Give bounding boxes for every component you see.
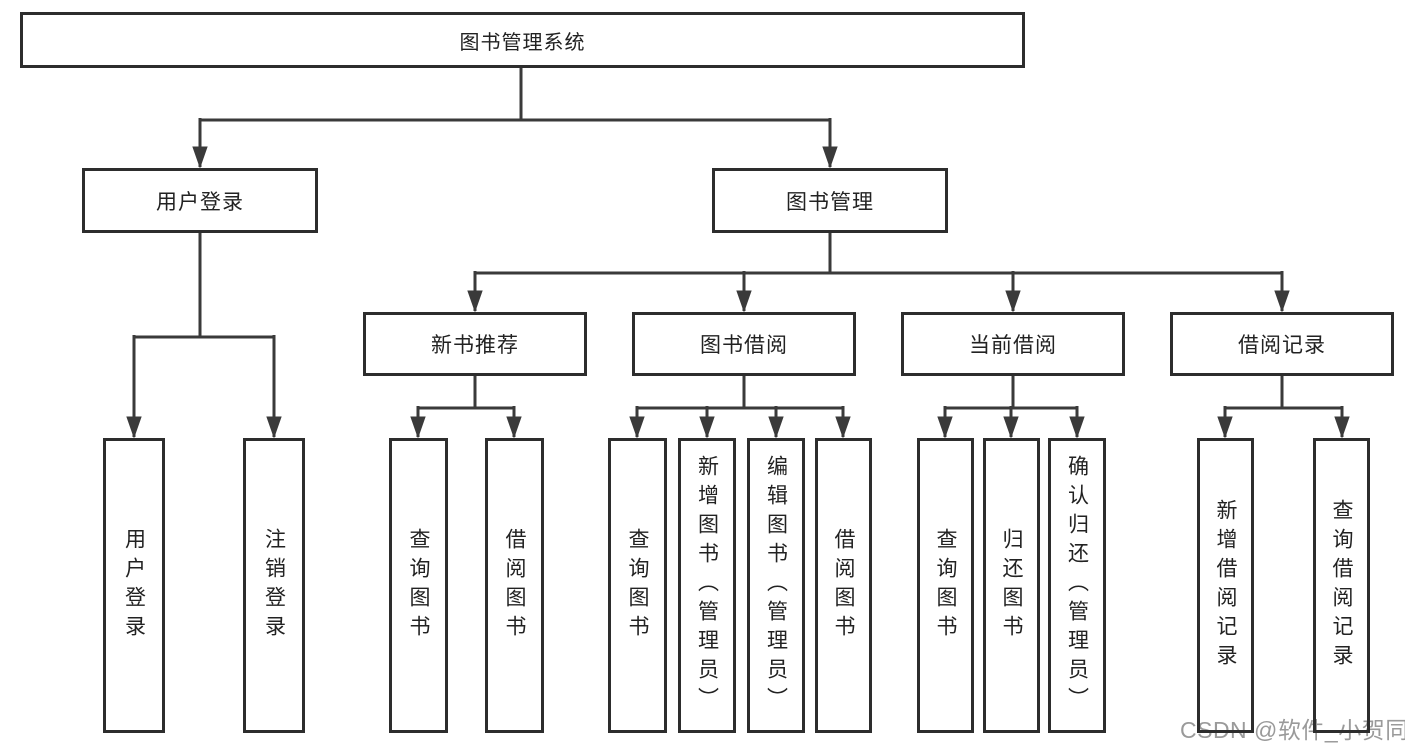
- leaf-label: 借阅图书: [503, 527, 526, 644]
- leaf-label: 新增借阅记录: [1214, 498, 1237, 673]
- node-borrowing-records: 借阅记录: [1170, 312, 1394, 376]
- node-book-management-module: 图书管理: [712, 168, 948, 233]
- leaf-add-borrow-record: 新增借阅记录: [1197, 438, 1254, 733]
- node-label: 借阅记录: [1238, 334, 1326, 357]
- node-current-borrowing: 当前借阅: [901, 312, 1125, 376]
- leaf-borrow-books-recommend: 借阅图书: [485, 438, 544, 733]
- leaf-user-login: 用户登录: [103, 438, 165, 733]
- leaf-label: 确认归还（管理员）: [1065, 455, 1089, 716]
- leaf-query-books-recommend: 查询图书: [389, 438, 448, 733]
- leaf-logout: 注销登录: [243, 438, 305, 733]
- node-label: 图书管理: [786, 190, 874, 214]
- leaf-borrow-books-borrowing: 借阅图书: [815, 438, 872, 733]
- leaf-query-borrow-record: 查询借阅记录: [1313, 438, 1370, 733]
- leaf-edit-books-admin: 编辑图书（管理员）: [747, 438, 805, 733]
- leaf-query-books-current: 查询图书: [917, 438, 974, 733]
- leaf-label: 归还图书: [1000, 527, 1023, 644]
- leaf-label: 查询图书: [407, 527, 430, 644]
- node-label: 图书管理系统: [459, 31, 586, 54]
- leaf-label: 编辑图书（管理员）: [764, 455, 788, 716]
- leaf-add-books-admin: 新增图书（管理员）: [678, 438, 736, 733]
- node-label: 新书推荐: [431, 334, 519, 357]
- node-library-system: 图书管理系统: [20, 12, 1025, 68]
- leaf-label: 查询借阅记录: [1330, 498, 1353, 673]
- node-label: 图书借阅: [700, 334, 788, 357]
- leaf-confirm-return-admin: 确认归还（管理员）: [1048, 438, 1106, 733]
- leaf-label: 查询图书: [626, 527, 649, 644]
- node-new-book-recommendation: 新书推荐: [363, 312, 587, 376]
- leaf-label: 查询图书: [934, 527, 957, 644]
- leaf-label: 注销登录: [262, 527, 286, 644]
- leaf-return-books: 归还图书: [983, 438, 1040, 733]
- node-label: 当前借阅: [969, 334, 1057, 357]
- node-user-login-module: 用户登录: [82, 168, 318, 233]
- node-book-borrowing: 图书借阅: [632, 312, 856, 376]
- watermark: CSDN @软件_小贺同学: [1180, 717, 1405, 743]
- leaf-label: 新增图书（管理员）: [695, 455, 719, 716]
- leaf-label: 借阅图书: [832, 527, 855, 644]
- node-label: 用户登录: [156, 190, 244, 214]
- leaf-label: 用户登录: [122, 527, 146, 644]
- leaf-query-books-borrowing: 查询图书: [608, 438, 667, 733]
